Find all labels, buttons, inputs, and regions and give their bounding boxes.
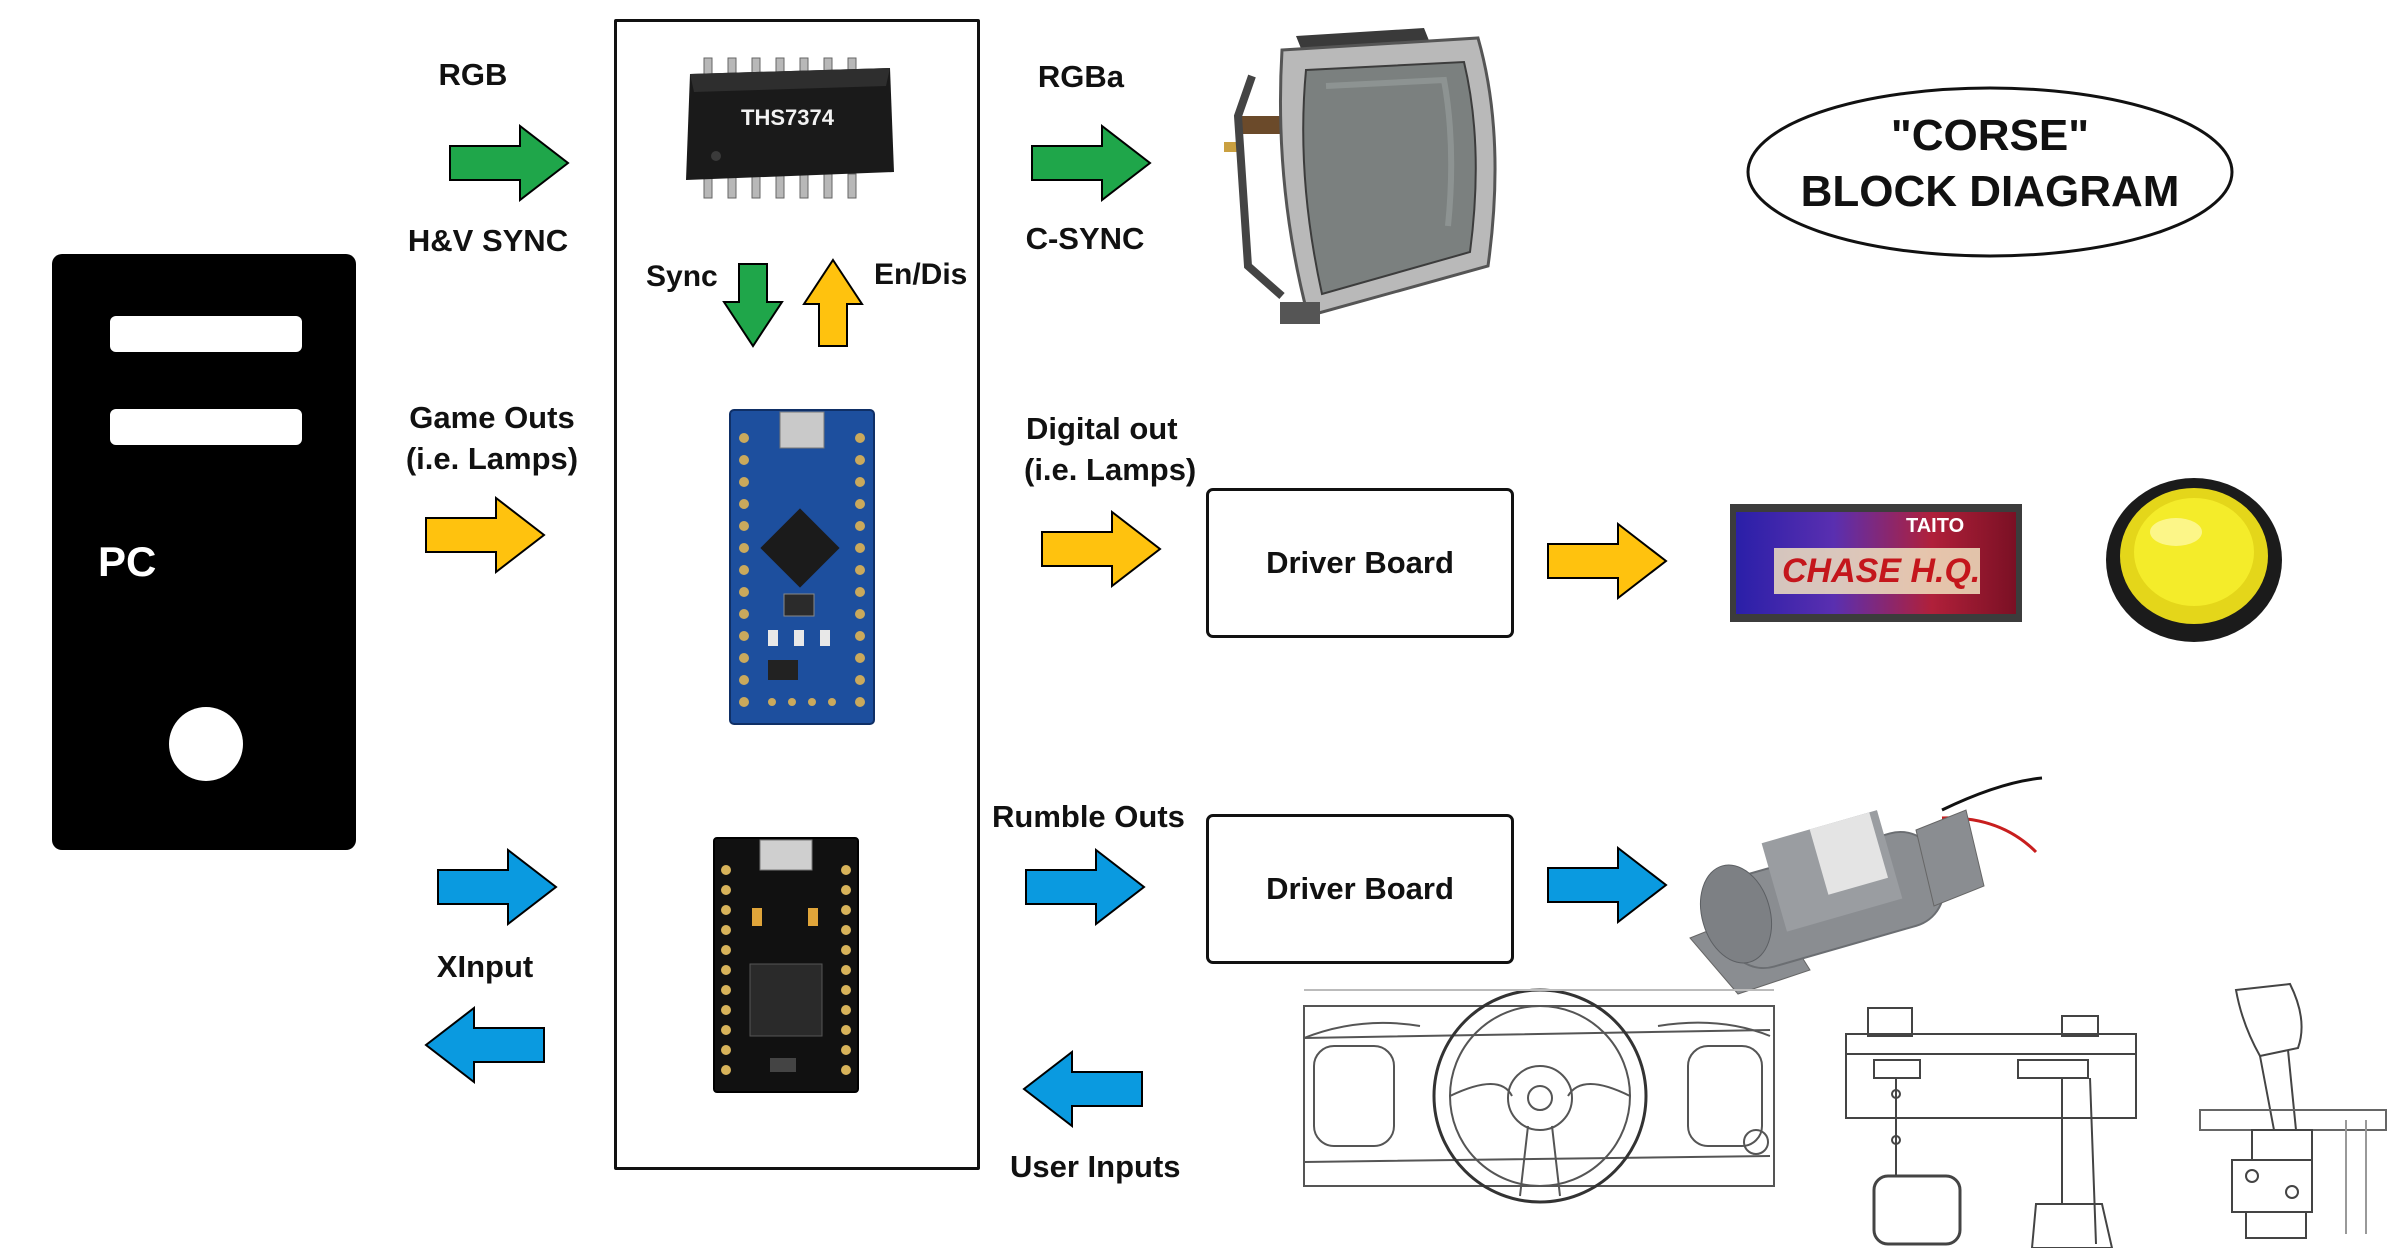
marquee-brand: TAITO (1906, 515, 1965, 537)
rgb-input-arrow (449, 124, 570, 202)
digital-out-arrow (1041, 510, 1162, 588)
title-ellipse (1746, 86, 2234, 258)
driver-board-rumble-label: Driver Board (1266, 871, 1454, 906)
diagram-title-line1: "CORSE" (1890, 111, 2090, 160)
game-outs-example-label: (i.e. Lamps) (405, 441, 579, 476)
driver-board-lamps: Driver Board (1206, 488, 1514, 638)
rumble-outs-label: Rumble Outs (992, 799, 1185, 834)
sync-arrow-down (722, 263, 784, 348)
driver-board-lamps-label: Driver Board (1266, 545, 1454, 580)
lamp-driver-output-arrow (1547, 522, 1668, 600)
sync-label: Sync (646, 260, 718, 293)
xinput-label: XInput (436, 949, 534, 984)
user-inputs-arrow (1022, 1050, 1143, 1128)
chip-label: THS7374 (741, 105, 834, 130)
diagram-title-line2: BLOCK DIAGRAM (1800, 167, 2180, 216)
en-dis-arrow-up (802, 258, 864, 347)
en-dis-label: En/Dis (874, 258, 968, 291)
user-inputs-label: User Inputs (1010, 1149, 1181, 1184)
game-outs-label: Game Outs (409, 400, 575, 435)
xinput-in-arrow (437, 848, 558, 926)
c-sync-label: C-SYNC (1025, 221, 1145, 256)
xinput-out-arrow (424, 1006, 545, 1084)
marquee-title: CHASE H.Q. (1782, 552, 1981, 590)
digital-out-example-label: (i.e. Lamps) (1024, 452, 1197, 487)
digital-out-label: Digital out (1026, 411, 1178, 446)
rgba-output-arrow (1031, 124, 1152, 202)
rumble-driver-output-arrow (1547, 846, 1668, 924)
game-outs-arrow (425, 496, 546, 574)
pc-label: PC (98, 538, 157, 585)
driver-board-rumble: Driver Board (1206, 814, 1514, 964)
rgb-label: RGB (438, 57, 508, 92)
rumble-outs-arrow (1025, 848, 1146, 926)
rgba-label: RGBa (1037, 59, 1125, 94)
hv-sync-label: H&V SYNC (407, 223, 569, 258)
